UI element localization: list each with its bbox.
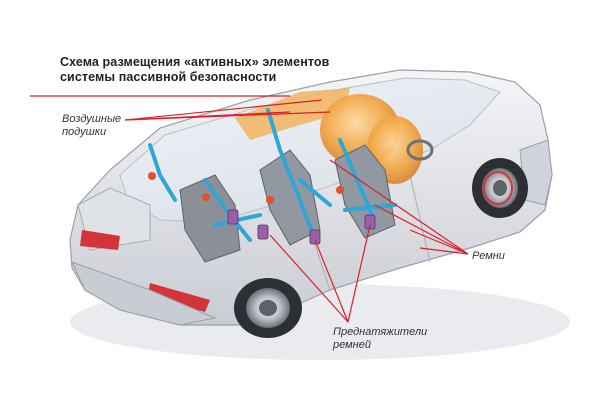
door-line (409, 174, 431, 263)
buckle (266, 196, 274, 204)
buckle (148, 172, 156, 180)
steering-wheel (406, 139, 434, 161)
leader-line (124, 99, 323, 121)
belt-shoulder-2 (298, 178, 332, 207)
tail-light-right (148, 283, 210, 312)
leader-line (374, 204, 469, 255)
front-wheel (472, 158, 528, 218)
pretensioner (309, 229, 321, 245)
callout-pretensioners-line-2: ремней (333, 339, 371, 351)
airbags-leader-lines (30, 95, 331, 121)
title-line-1: Схема размещения «активных» элементов (60, 55, 330, 69)
pretensioner (364, 214, 376, 230)
pretensioners-leader-lines (269, 224, 371, 323)
rear-wheel (234, 278, 302, 338)
leader-line (347, 224, 371, 323)
rear-bumper (71, 261, 217, 326)
title-line-2: системы пассивной безопасности (60, 70, 277, 84)
pretensioner (227, 209, 239, 225)
belt-front-lap (343, 203, 397, 212)
front-seat-left (259, 149, 321, 246)
pretensioners (227, 209, 376, 245)
leader-line (314, 239, 349, 323)
pretensioner (257, 224, 269, 240)
leader-line (269, 234, 349, 323)
callout-airbags-line-2: подушки (62, 126, 107, 138)
leader-line (329, 159, 469, 255)
buckles (148, 172, 344, 204)
belt-front-right (338, 138, 374, 217)
callout-belts-line-1: Ремни (472, 250, 505, 262)
rear-seat (179, 174, 241, 263)
callout-airbags-line-1: Воздушные (62, 113, 122, 125)
leader-line (124, 111, 331, 121)
callout-airbags: Воздушные подушки (62, 113, 121, 139)
callout-belts: Ремни (472, 250, 505, 263)
diagram-title: Схема размещения «активных» элементов си… (60, 55, 329, 85)
buckle (202, 193, 210, 201)
leader-line (419, 247, 469, 255)
callout-pretensioners: Преднатяжители ремней (333, 326, 427, 352)
callout-pretensioners-line-1: Преднатяжители (333, 326, 428, 338)
belt-rear-left (148, 143, 177, 202)
buckle (336, 186, 344, 194)
leader-line (409, 229, 469, 255)
belt-front-left (266, 108, 317, 242)
tail-light-left (80, 230, 120, 250)
belts-leader-lines (329, 159, 469, 255)
